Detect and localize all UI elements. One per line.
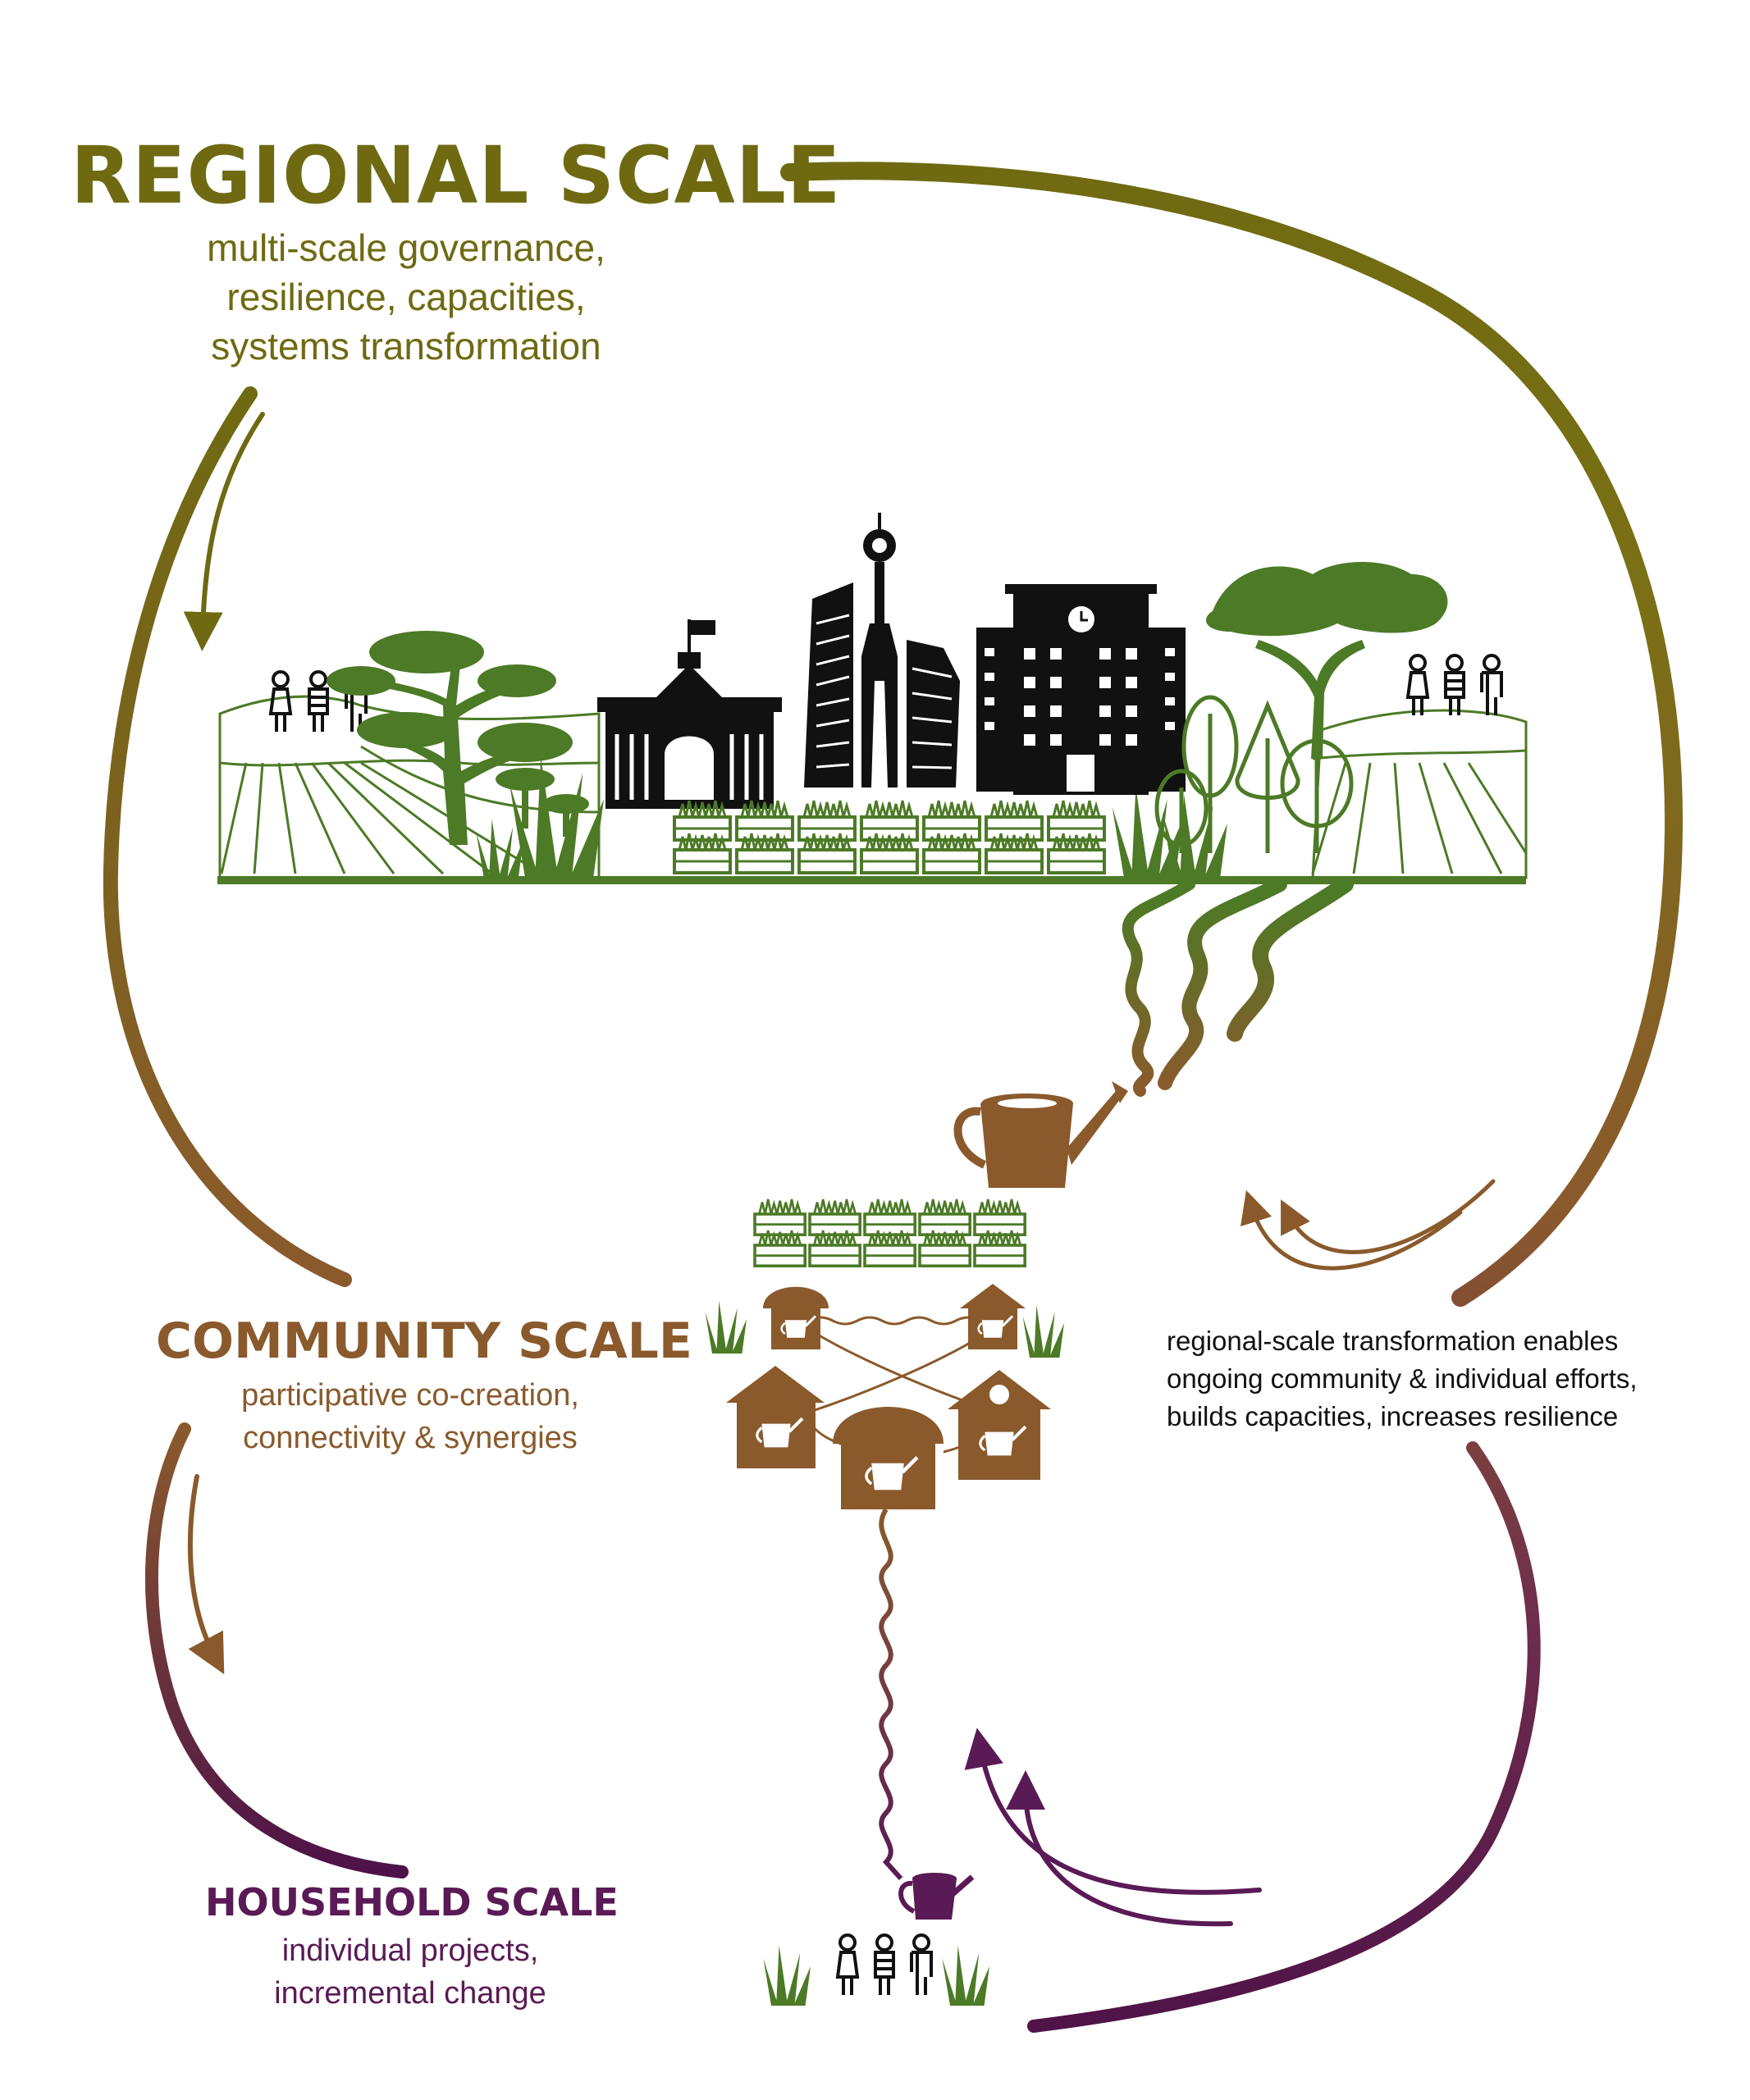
household-scale-description: individual projects, incremental change <box>230 1929 591 2015</box>
regional-to-community-arrow <box>103 386 352 1287</box>
crate-icon <box>673 799 732 842</box>
house-icon <box>726 1366 825 1468</box>
person-icon <box>269 670 292 733</box>
skyscraper-icon <box>804 582 960 788</box>
crate-icon <box>797 799 857 842</box>
house-icon <box>763 1286 829 1349</box>
crate-icon <box>863 1198 916 1236</box>
outer-cycle-arrow <box>780 162 1684 2033</box>
crate-icon <box>753 1229 807 1267</box>
garden-crates <box>673 799 1106 874</box>
crate-icon <box>753 1198 807 1236</box>
crate-icon <box>985 832 1044 874</box>
tree-icon <box>1205 562 1448 759</box>
crate-icon <box>973 1198 1026 1236</box>
description-line: incremental change <box>274 1976 546 2011</box>
person-icon <box>1444 654 1465 717</box>
office-building-icon <box>976 584 1186 795</box>
crate-icon <box>860 799 919 842</box>
feedback-note: regional-scale transformation enables on… <box>1167 1322 1675 1436</box>
crate-icon <box>973 1229 1026 1267</box>
crate-icon <box>922 799 981 842</box>
garden-crates <box>753 1198 1026 1267</box>
household-scale-title: HOUSEHOLD SCALE <box>205 1880 619 1924</box>
person-icon <box>1480 654 1503 717</box>
regional-scale-title: REGIONAL SCALE <box>71 130 842 221</box>
crate-icon <box>735 799 794 842</box>
note-line: ongoing community & individual efforts, <box>1167 1363 1638 1394</box>
description-line: resilience, capacities, <box>226 276 586 318</box>
government-building-icon <box>597 619 782 809</box>
person-icon <box>874 1933 895 1997</box>
crate-icon <box>918 1229 971 1267</box>
regional-landscape <box>217 513 1528 1097</box>
description-line: individual projects, <box>281 1933 539 1968</box>
person-icon <box>308 670 329 733</box>
note-line: regional-scale transformation enables <box>1167 1326 1619 1356</box>
description-line: connectivity & synergies <box>243 1421 578 1455</box>
person-icon <box>910 1933 933 1997</box>
community-cluster <box>705 1198 1064 1509</box>
description-line: systems transformation <box>211 325 601 368</box>
feedback-arrows-bottom <box>964 1728 1262 1927</box>
house-icon <box>833 1407 944 1509</box>
house-icon <box>960 1284 1026 1349</box>
watering-can-icon <box>898 1873 975 1920</box>
crate-icon <box>863 1229 916 1267</box>
description-line: participative co-creation, <box>241 1378 579 1413</box>
note-line: builds capacities, increases resilience <box>1167 1401 1619 1431</box>
tv-tower-icon <box>863 513 896 628</box>
crate-icon <box>735 832 794 874</box>
crate-icon <box>985 799 1044 842</box>
house-icon <box>948 1370 1051 1480</box>
crate-icon <box>918 1198 971 1236</box>
community-scale-title: COMMUNITY SCALE <box>156 1312 692 1370</box>
regional-scale-description: multi-scale governance, resilience, capa… <box>172 223 640 371</box>
flag-icon <box>691 620 715 635</box>
crate-icon <box>673 832 732 874</box>
roots-stream <box>1122 876 1354 1097</box>
community-scale-description: participative co-creation, connectivity … <box>189 1374 632 1459</box>
person-icon <box>1406 654 1429 717</box>
tree-icon <box>327 631 573 845</box>
tree-icon <box>1154 695 1354 853</box>
feedback-arrows-right <box>1241 1179 1496 1271</box>
crate-icon <box>1047 832 1106 874</box>
person-icon <box>836 1933 859 1997</box>
watering-can-icon <box>953 1081 1128 1188</box>
crate-icon <box>1047 799 1106 842</box>
crate-icon <box>797 832 857 874</box>
ground-line <box>217 876 1526 884</box>
crate-icon <box>922 832 981 874</box>
description-line: multi-scale governance, <box>207 226 605 269</box>
community-to-household-arrow <box>144 1422 409 1879</box>
crate-icon <box>808 1198 861 1236</box>
crate-icon <box>808 1229 861 1267</box>
crate-icon <box>860 832 919 874</box>
connection-wave <box>879 1508 903 1881</box>
